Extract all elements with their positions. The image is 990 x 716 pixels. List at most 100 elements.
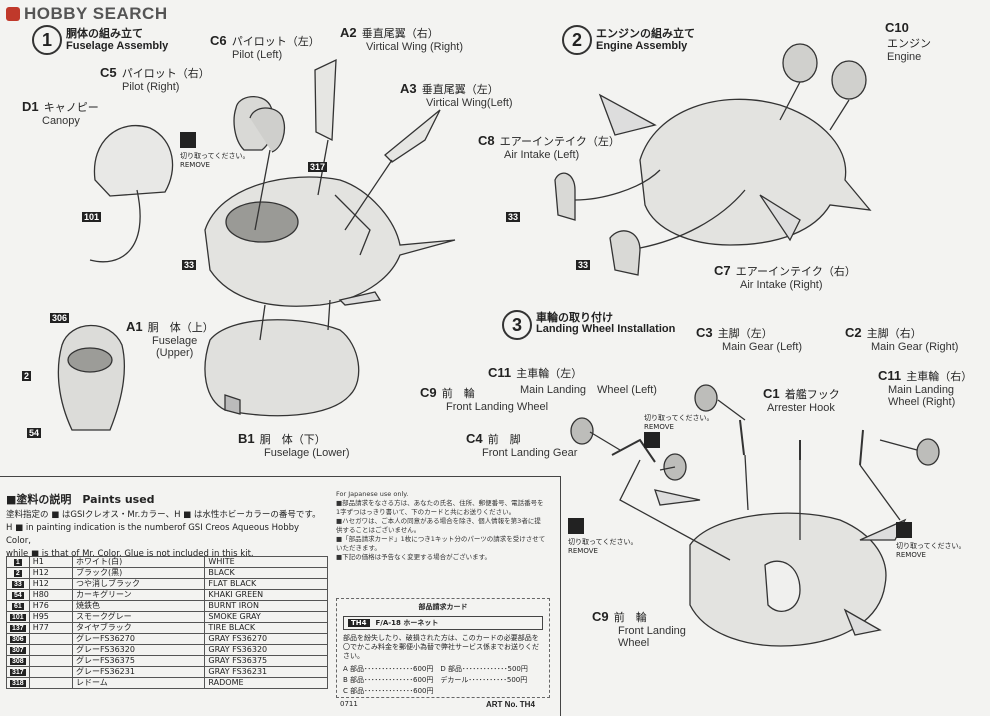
color-callout-101: 101 [82,212,102,222]
paint-code: 318 [6,677,30,689]
paint-code: 317 [6,666,30,678]
paint-name-en: GRAY FS36375 [204,655,328,667]
engine-body-drawing [639,98,872,246]
fuselage-lower-drawing [204,319,360,417]
paint-name-jp: グレーFS36375 [71,655,206,667]
paint-code: 1 [6,556,30,568]
section-divider [560,476,561,716]
paint-name-jp: スモークグレー [71,611,206,623]
paint-code-value: 306 [10,636,26,643]
part-label-c1: C1 着艦フック Arrester Hook [763,386,840,414]
paint-code: 33 [6,578,30,590]
paint-name-en: BLACK [204,567,328,579]
paint-hobby-code [28,677,73,689]
paint-code-value: 2 [13,570,22,577]
canopy-drawing [93,124,174,197]
paint-name-en: GRAY FS36270 [204,633,328,645]
paint-name-en: GRAY FS36320 [204,644,328,656]
part-label-c11-left: C11 主車輪（左） Main Landing Wheel (Left) [488,365,657,396]
paint-code-value: 318 [10,680,26,687]
paint-code-value: 137 [10,625,26,632]
paint-hobby-code: H77 [28,622,73,634]
color-callout-54: 54 [27,428,42,438]
paint-hobby-code: H12 [28,567,73,579]
paint-code-value: 61 [11,603,24,610]
paint-hobby-code [28,633,73,645]
remove-tag: 切り取ってください。 REMOVE [644,414,713,452]
brand-logo: HOBBY SEARCH [6,4,168,24]
part-label-c3: C3 主脚（左） Main Gear (Left) [696,325,803,353]
remove-tag: 切り取ってください。 REMOVE [896,522,965,560]
paint-code-value: 54 [11,592,24,599]
part-label-c9-bottom: C9 前 輪 Front Landing Wheel [592,609,686,649]
part-label-c11-right: C11 主車輪（右） Main Landing Wheel (Right) [878,368,973,408]
order-number: 0711 [340,700,358,708]
part-label-c7: C7 エアーインテイク（右） Air Intake (Right) [714,263,856,291]
paint-code: 61 [6,600,30,612]
card-header: 部品請求カード [418,603,468,611]
paint-hobby-code: H1 [28,556,73,568]
paint-code-value: 101 [10,614,26,621]
color-callout-33: 33 [506,212,521,222]
paint-name-jp: ホワイト(白) [71,556,206,568]
step-2-title-jp: エンジンの組み立て [596,27,695,40]
step-2-title-en: Engine Assembly [596,40,688,52]
paint-code-value: 1 [13,559,22,566]
paint-code-value: 308 [10,658,26,665]
part-label-c9-front: C9 前 輪 Front Landing Wheel [420,385,549,413]
paint-name-jp: レドーム [71,677,206,689]
paint-name-en: BURNT IRON [204,600,328,612]
paint-hobby-code [28,666,73,678]
helmet-drawing [57,324,125,431]
step-1-title-jp: 胴体の組み立て [66,27,143,40]
paint-name-en: FLAT BLACK [204,578,328,590]
paint-name-en: TIRE BLACK [204,622,328,634]
color-callout-306: 306 [50,313,70,323]
paint-name-en: SMOKE GRAY [204,611,328,623]
paint-code: 137 [6,622,30,634]
color-callout-2: 2 [22,371,32,381]
paint-name-jp: タイヤブラック [71,622,206,634]
paint-code: 2 [6,567,30,579]
paint-code: 307 [6,644,30,656]
paint-code-value: 33 [11,581,24,588]
remove-icon [180,132,196,148]
step-2-number: 2 [562,25,592,55]
paint-name-en: GRAY FS36231 [204,666,328,678]
paint-name-jp: 焼鉄色 [71,600,206,612]
logo-mark-icon [6,7,20,21]
part-label-d1: D1 キャノピー Canopy [22,99,99,127]
part-label-c2: C2 主脚（右） Main Gear (Right) [845,325,959,353]
part-label-c10: C10 エンジン Engine [885,20,931,63]
part-label-c6: C6 パイロット（左） Pilot (Left) [210,33,320,61]
paint-hobby-code: H95 [28,611,73,623]
paint-hobby-code: H12 [28,578,73,590]
remove-tag: 切り取ってください。 REMOVE [568,518,637,556]
color-callout-33: 33 [576,260,591,270]
part-label-a1: A1 胴 体（上） Fuselage (Upper) [126,319,214,359]
paint-hobby-code [28,655,73,667]
paint-code: 101 [6,611,30,623]
paint-code: 54 [6,589,30,601]
remove-tag: 切り取ってください。 REMOVE [180,132,249,170]
part-label-c8: C8 エアーインテイク（左） Air Intake (Left) [478,133,620,161]
color-callout-317: 317 [308,162,328,172]
remove-icon [644,432,660,448]
fuselage-upper-drawing [204,176,456,307]
part-label-c5: C5 パイロット（右） Pilot (Right) [100,65,210,93]
paint-name-jp: ブラック(黒) [71,567,206,579]
